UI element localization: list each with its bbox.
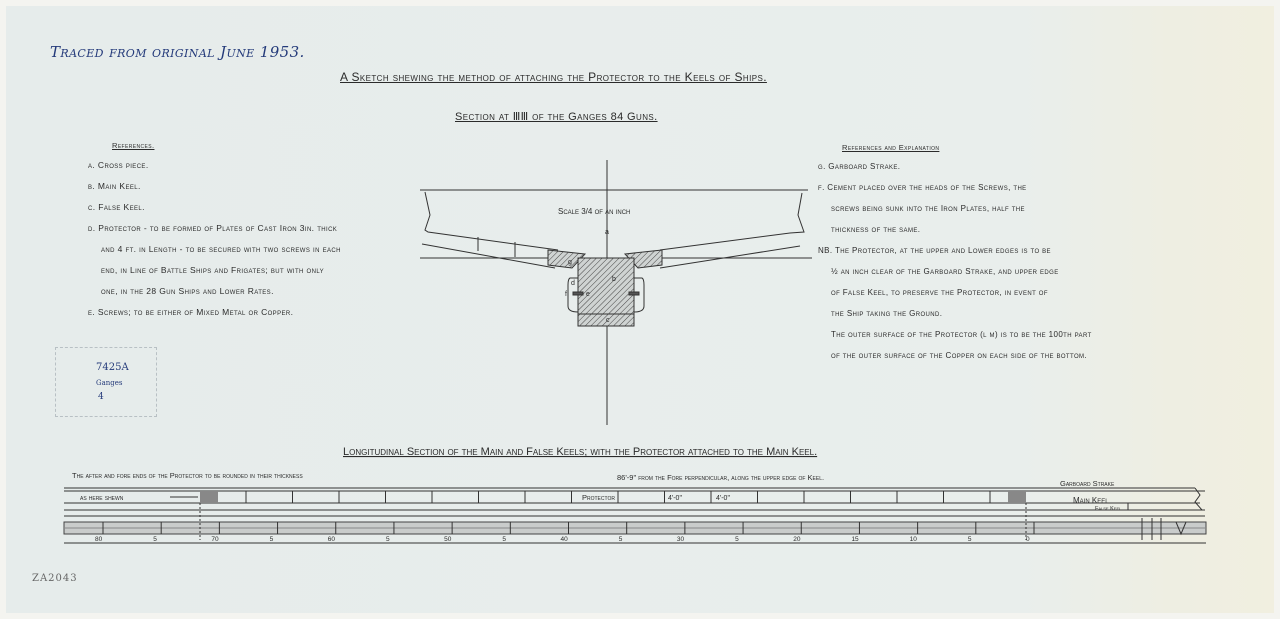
scale-tick-label: 15 — [851, 536, 859, 543]
traced-note: Traced from original June 1953. — [50, 43, 305, 61]
protector-label: Protector — [582, 493, 615, 502]
references-list: a. Cross piece. b. Main Keel. c. False K… — [88, 155, 341, 323]
label-f: f — [565, 291, 567, 298]
false-keel — [577, 313, 635, 327]
section-title: Section at ⅢⅢ of the Ganges 84 Guns. — [455, 111, 658, 123]
main-keel — [577, 257, 635, 315]
reference-item: end, in Line of Battle Ships and Frigate… — [101, 265, 325, 275]
explanation-item: of the outer surface of the Copper on ea… — [831, 351, 1088, 360]
label-b: b — [612, 276, 616, 283]
scale-tick-label: 5 — [153, 536, 157, 543]
reference-item: one, in the 28 Gun Ships and Lower Rates… — [101, 286, 274, 296]
false-keel-label: False Keel — [1095, 506, 1122, 512]
scale-tick-label: 5 — [968, 536, 972, 543]
references-heading: References. — [112, 141, 155, 150]
label-g: g — [568, 259, 572, 266]
longitudinal-title: Longitudinal Section of the Main and Fal… — [343, 446, 817, 458]
garboard-strake-label: Garboard Strake — [1060, 479, 1115, 488]
scale-tick-label: 0 — [1026, 536, 1030, 543]
explanation-item: the Ship taking the Ground. — [831, 309, 943, 318]
catalog-id: ZA2043 — [32, 573, 78, 584]
scale-tick-label: 5 — [270, 536, 274, 543]
as-here-shewn-label: as here shewn — [80, 493, 124, 502]
stamp-number: 7425A — [96, 362, 129, 373]
stamp-sheet: 4 — [98, 392, 104, 402]
reference-item: d. Protector - to be formed of Plates of… — [88, 223, 338, 233]
garboard-strake-left — [547, 249, 587, 269]
rounded-ends-note: The after and fore ends of the Protector… — [72, 471, 303, 480]
reference-item: e. Screws; to be either of Mixed Metal o… — [88, 307, 294, 317]
explanation-item: g. Garboard Strake. — [818, 162, 901, 171]
scale-tick-label: 10 — [910, 536, 918, 543]
drawing-title: A Sketch shewing the method of attaching… — [340, 70, 767, 84]
scale-tick-label: 80 — [95, 536, 103, 543]
explanation-item: The outer surface of the Protector (l m)… — [831, 330, 1092, 339]
plate-length-1: 4'-0" — [668, 495, 682, 502]
plate-length-2: 4'-0" — [716, 495, 730, 502]
scale-tick-label: 20 — [793, 536, 801, 543]
explanation-item: screws being sunk into the Iron Plates, … — [831, 204, 1025, 213]
explanation-heading: References and Explanation — [842, 143, 940, 152]
explanation-list: g. Garboard Strake. f. Cement placed ove… — [818, 156, 1092, 366]
explanation-item: of False Keel, to preserve the Protector… — [831, 288, 1048, 297]
label-a: a — [605, 229, 609, 236]
drawing-sheet — [6, 6, 1274, 613]
scale-tick-label: 5 — [386, 536, 390, 543]
reference-item: b. Main Keel. — [88, 181, 141, 191]
stamp-ship: Ganges — [96, 379, 123, 387]
scale-tick-label: 60 — [328, 536, 336, 543]
scale-tick-label: 5 — [502, 536, 506, 543]
archive-stamp: 7425A Ganges 4 — [55, 347, 157, 417]
scale-tick-label: 70 — [211, 536, 219, 543]
protector-right — [633, 277, 645, 313]
reference-item: a. Cross piece. — [88, 160, 149, 170]
protector-left — [567, 277, 579, 313]
scale-tick-label: 50 — [444, 536, 452, 543]
main-keel-label: Main Keel — [1073, 496, 1109, 505]
scale-tick-label: 30 — [677, 536, 685, 543]
label-d: d — [571, 280, 575, 287]
scale-label: Scale 3/4 of an inch — [558, 207, 630, 216]
label-e: e — [586, 291, 590, 298]
position-note: 86'-9" from the Fore perpendicular, alon… — [617, 473, 824, 482]
explanation-item: NB. The Protector, at the upper and Lowe… — [818, 246, 1051, 255]
explanation-item: thickness of the same. — [831, 225, 921, 234]
left-floor — [424, 191, 559, 251]
explanation-item: f. Cement placed over the heads of the S… — [818, 183, 1027, 192]
scale-tick-label: 40 — [561, 536, 569, 543]
scale-tick-label: 5 — [735, 536, 739, 543]
explanation-item: ½ an inch clear of the Garboard Strake, … — [831, 267, 1059, 276]
label-c: c — [606, 317, 610, 324]
reference-item: c. False Keel. — [88, 202, 145, 212]
scale-tick-label: 5 — [619, 536, 623, 543]
reference-item: and 4 ft. in Length - to be secured with… — [101, 244, 341, 254]
